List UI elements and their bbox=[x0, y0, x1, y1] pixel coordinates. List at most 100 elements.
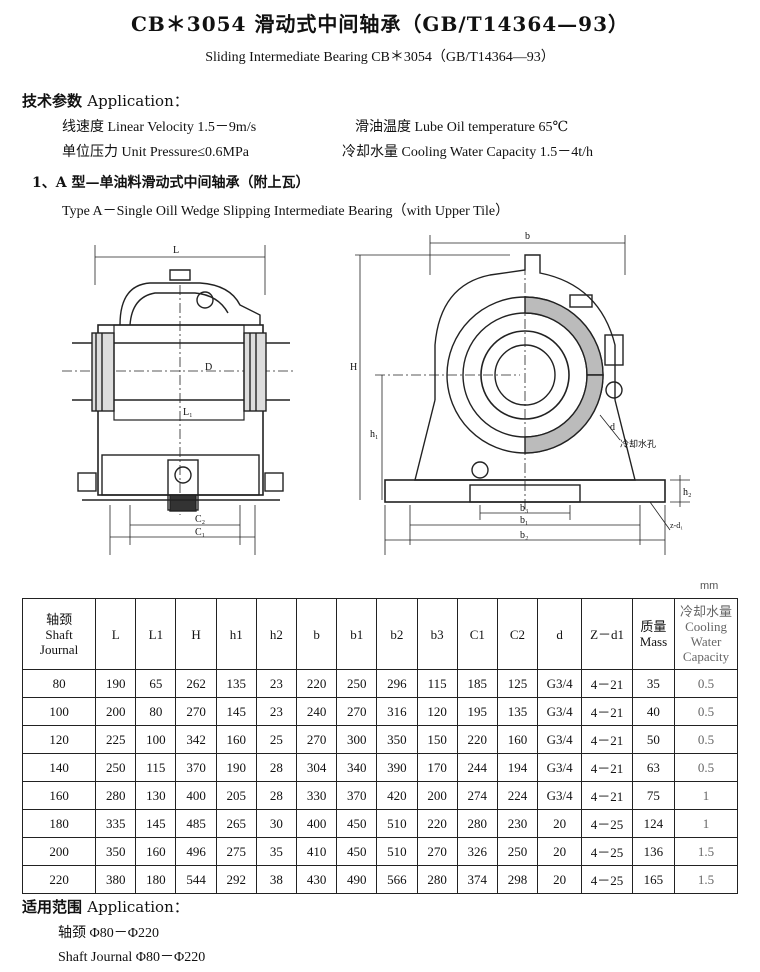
table-cell: 0.5 bbox=[674, 725, 738, 754]
table-cell: 4－21 bbox=[581, 725, 633, 754]
table-cell: 298 bbox=[496, 865, 539, 894]
table-cell: 28 bbox=[255, 781, 298, 810]
page-title: CB＊3054 滑动式中间轴承（GB/T14364—93） bbox=[130, 12, 630, 36]
table-cell: 40 bbox=[631, 697, 676, 726]
table-cell: 180 bbox=[135, 865, 177, 894]
table-cell: 230 bbox=[496, 809, 539, 838]
table-cell: 195 bbox=[456, 697, 498, 726]
table-cell: 80 bbox=[21, 669, 97, 698]
table-cell: 374 bbox=[456, 865, 498, 894]
table-cell: 0.5 bbox=[674, 753, 738, 782]
tech-line2-left: 单位压力 Unit Pressure≤0.6MPa bbox=[62, 145, 249, 160]
table-cell: 135 bbox=[215, 669, 257, 698]
dim-h2-label: h₂ bbox=[683, 487, 692, 498]
table-cell: 270 bbox=[336, 697, 378, 726]
table-header-cell: b2 bbox=[376, 598, 418, 670]
table-cell: 115 bbox=[135, 753, 177, 782]
table-header-cell: b3 bbox=[416, 598, 458, 670]
table-cell: 0.5 bbox=[674, 697, 738, 726]
tech-heading: 技术参数 Application： bbox=[22, 90, 189, 111]
table-cell: 220 bbox=[21, 865, 97, 894]
table-cell: 420 bbox=[376, 781, 418, 810]
table-cell: 566 bbox=[376, 865, 418, 894]
dim-C2-label: C₂ bbox=[195, 514, 205, 525]
table-cell: 23 bbox=[255, 697, 298, 726]
table-cell: 280 bbox=[416, 865, 458, 894]
dim-h1-label: h₁ bbox=[370, 429, 379, 440]
table-cell: 370 bbox=[175, 753, 217, 782]
table-cell: 250 bbox=[496, 837, 539, 866]
table-cell: 220 bbox=[456, 725, 498, 754]
table-cell: 280 bbox=[95, 781, 137, 810]
table-cell: 4－21 bbox=[581, 753, 633, 782]
table-cell: 292 bbox=[215, 865, 257, 894]
table-cell: 120 bbox=[21, 725, 97, 754]
table-cell: 100 bbox=[135, 725, 177, 754]
table-cell: 185 bbox=[456, 669, 498, 698]
table-cell: 150 bbox=[416, 725, 458, 754]
table-cell: 160 bbox=[21, 781, 97, 810]
table-cell: 1.5 bbox=[674, 865, 738, 894]
table-cell: 225 bbox=[95, 725, 137, 754]
table-cell: 0.5 bbox=[674, 669, 738, 698]
front-view bbox=[355, 235, 690, 555]
table-cell: 270 bbox=[175, 697, 217, 726]
table-cell: 20 bbox=[537, 837, 583, 866]
table-cell: 380 bbox=[95, 865, 137, 894]
dim-C1-label: C₁ bbox=[195, 527, 205, 538]
table-header-cell: Z－d1 bbox=[581, 598, 633, 670]
table-cell: 510 bbox=[376, 809, 418, 838]
table-cell: 194 bbox=[496, 753, 539, 782]
table-cell: 65 bbox=[135, 669, 177, 698]
table-cell: 200 bbox=[416, 781, 458, 810]
table-cell: 304 bbox=[295, 753, 338, 782]
side-section-view bbox=[62, 245, 295, 555]
tech-line2-right: 冷却水量 Cooling Water Capacity 1.5－4t/h bbox=[342, 145, 593, 160]
table-header-cell: H bbox=[175, 598, 217, 670]
table-cell: 544 bbox=[175, 865, 217, 894]
type-a-subheading: Type A－Single Oill Wedge Slipping Interm… bbox=[62, 204, 510, 219]
application-line-en: Shaft Journal Φ80－Φ220 bbox=[58, 950, 206, 965]
table-cell: 340 bbox=[336, 753, 378, 782]
cooling-hole-label: 冷却水孔 bbox=[620, 438, 656, 449]
table-cell: 205 bbox=[215, 781, 257, 810]
table-cell: 220 bbox=[295, 669, 338, 698]
table-cell: G3/4 bbox=[537, 725, 583, 754]
table-cell: 450 bbox=[336, 837, 378, 866]
table-cell: 370 bbox=[336, 781, 378, 810]
table-cell: 330 bbox=[295, 781, 338, 810]
table-cell: G3/4 bbox=[537, 753, 583, 782]
table-header-cell: b1 bbox=[336, 598, 378, 670]
table-cell: 4－21 bbox=[581, 669, 633, 698]
table-cell: 410 bbox=[295, 837, 338, 866]
table-cell: 300 bbox=[336, 725, 378, 754]
table-cell: 160 bbox=[496, 725, 539, 754]
table-cell: 390 bbox=[376, 753, 418, 782]
table-cell: 4－21 bbox=[581, 781, 633, 810]
table-cell: 485 bbox=[175, 809, 217, 838]
table-cell: G3/4 bbox=[537, 781, 583, 810]
table-cell: 430 bbox=[295, 865, 338, 894]
table-cell: 4－21 bbox=[581, 697, 633, 726]
table-cell: 170 bbox=[416, 753, 458, 782]
table-header-cell: L1 bbox=[135, 598, 177, 670]
application-line-cn: 轴颈 Φ80－Φ220 bbox=[58, 926, 159, 941]
table-cell: 140 bbox=[21, 753, 97, 782]
table-cell: 145 bbox=[135, 809, 177, 838]
table-cell: 75 bbox=[631, 781, 676, 810]
table-cell: 165 bbox=[631, 865, 676, 894]
table-cell: 145 bbox=[215, 697, 257, 726]
dim-L1-label: L₁ bbox=[183, 407, 193, 418]
dim-b3-label: b₃ bbox=[520, 503, 529, 514]
dim-b-label: b bbox=[525, 231, 530, 242]
table-cell: 335 bbox=[95, 809, 137, 838]
table-cell: G3/4 bbox=[537, 697, 583, 726]
table-cell: 200 bbox=[21, 837, 97, 866]
